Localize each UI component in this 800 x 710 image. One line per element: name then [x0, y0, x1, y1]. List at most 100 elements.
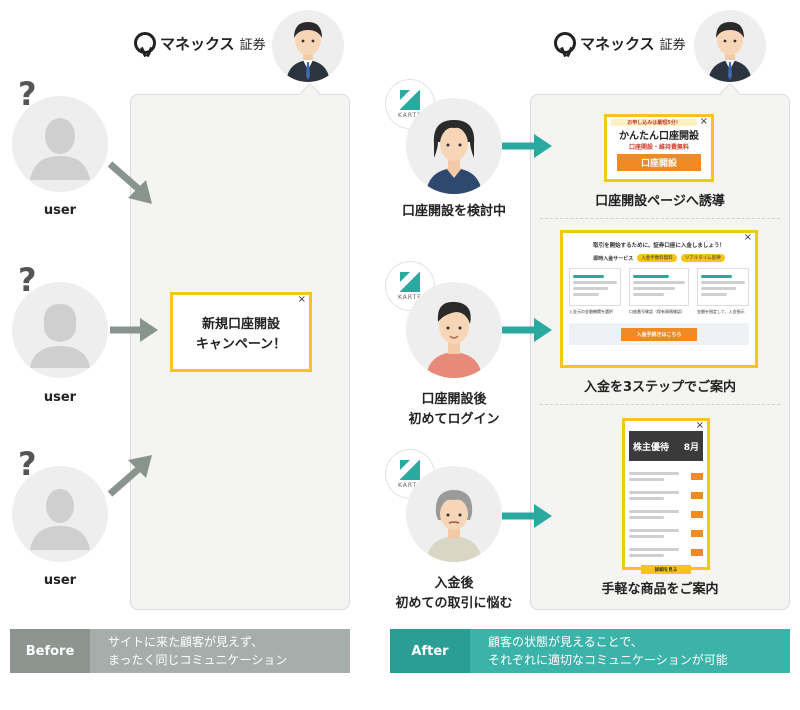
karte-logo-icon [400, 459, 420, 480]
step-caption: 入金を3ステップでご案内 [583, 380, 737, 395]
popup2-service-label: 即時入金サービス [593, 255, 634, 262]
operator-avatar-before [272, 10, 344, 82]
karte-badge: KARTE [386, 262, 434, 310]
step-divider [540, 404, 780, 405]
deposit-step: 口座番号確認（保有資格確認） [629, 268, 689, 315]
brand-name: マネックス [160, 34, 235, 53]
customer-status: 口座開設を検討中 [374, 202, 534, 222]
deposit-step-label: 口座番号確認（保有資格確認） [629, 309, 685, 314]
deposit-step: 入金元の金融機関を選択 [569, 268, 621, 315]
brand-logo-before: マネックス証券 [134, 32, 266, 54]
status-line2: 初めての取引に悩む [395, 595, 513, 611]
operator-avatar-after [694, 10, 766, 82]
before-description: サイトに来た顧客が見えず、 まったく同じコミュニケーション [90, 629, 350, 673]
user-label: user [43, 390, 77, 405]
anonymous-user-avatar [12, 282, 108, 378]
popup2-badge2: リアルタイム反映 [680, 254, 725, 262]
user-silhouette-icon [30, 489, 90, 550]
brand-logo-after: マネックス証券 [554, 32, 686, 54]
after-tag: After [390, 629, 470, 673]
before-line2: まったく同じコミュニケーション [108, 653, 288, 667]
open-account-button[interactable]: 口座開設 [617, 154, 701, 171]
step-caption: 口座開設ページへ誘導 [595, 194, 725, 209]
before-footer: Before サイトに来た顧客が見えず、 まったく同じコミュニケーション [10, 629, 350, 673]
woman-icon [426, 120, 482, 194]
step-divider [540, 218, 780, 219]
after-line1: 顧客の状態が見えることで、 [488, 635, 643, 649]
brand-mark-icon [134, 32, 156, 54]
product-row [629, 545, 703, 560]
elderly-customer-avatar [406, 466, 502, 562]
deposit-step-label: 金額を指定して、入金指示 [697, 309, 745, 314]
deposit-guide-popup[interactable]: × 取引を開始するために、証券口座に入金しましょう！ 即時入金サービス 入金手数… [560, 230, 758, 368]
campaign-line1: 新規口座開設 [201, 317, 280, 332]
product-row [629, 469, 703, 484]
anonymous-user-avatar [12, 466, 108, 562]
after-line2: それぞれに適切なコミュニケーションが可能 [488, 653, 728, 667]
close-icon[interactable]: × [743, 232, 752, 243]
businessman-icon [286, 22, 330, 82]
karte-label: KARTE [397, 481, 423, 489]
product-row [629, 526, 703, 541]
deposit-step-label: 入金元の金融機関を選択 [569, 309, 613, 314]
young-man-icon [426, 301, 482, 378]
benefit-banner: 株主優待 [633, 442, 670, 453]
status-line1: 口座開設を検討中 [401, 204, 506, 219]
customer-status: 口座開設後 初めてログイン [374, 390, 534, 429]
brand-sub: 証券 [659, 37, 686, 53]
arrow-right-icon [110, 318, 158, 342]
karte-logo-icon [400, 271, 420, 292]
karte-label: KARTE [397, 293, 423, 301]
close-icon[interactable]: × [695, 420, 704, 431]
user-label: user [43, 203, 77, 218]
arrow-right-down-icon [107, 161, 152, 204]
karte-label: KARTE [397, 111, 423, 119]
brand-mark-icon [554, 32, 576, 54]
deposit-step: 金額を指定して、入金指示 [697, 268, 749, 315]
benefit-month: 8月 [683, 442, 699, 453]
campaign-line2: キャンペーン！ [195, 337, 287, 353]
after-footer: After 顧客の状態が見えることで、 それぞれに適切なコミュニケーションが可能 [390, 629, 790, 673]
elderly-man-icon [426, 490, 482, 562]
arrow-right-icon [502, 504, 552, 528]
popup2-badge1: 入金手数料無料 [637, 254, 677, 262]
deposit-button[interactable]: 入金手続きはこちら [621, 327, 697, 341]
gray-arrows [107, 161, 158, 497]
after-description: 顧客の状態が見えることで、 それぞれに適切なコミュニケーションが可能 [470, 629, 790, 673]
popup1-sub: 口座開設・維持費無料 [628, 144, 689, 151]
account-opening-popup[interactable]: × お申し込みは最短5分！ かんたん口座開設 口座開設・維持費無料 口座開設 [604, 114, 714, 182]
product-guide-popup[interactable]: × 株主優待 8月 詳細を見る [622, 418, 710, 574]
product-row [629, 507, 703, 522]
karte-badge: KARTE [386, 80, 434, 128]
anonymous-user-avatar [12, 96, 108, 192]
brand-name: マネックス [580, 34, 655, 53]
user-silhouette-icon [30, 304, 90, 368]
arrow-right-icon [502, 134, 552, 158]
close-icon[interactable]: × [297, 294, 306, 305]
teal-arrows [502, 134, 552, 528]
campaign-popup[interactable]: × 新規口座開設 キャンペーン！ [170, 292, 312, 372]
question-mark-icon: ? [18, 445, 37, 483]
customer-status: 入金後 初めての取引に悩む [374, 574, 534, 613]
user-label: user [43, 573, 77, 588]
status-line1: 口座開設後 [421, 392, 487, 407]
arrow-right-up-icon [107, 455, 152, 497]
popup1-top: お申し込みは最短5分！ [627, 120, 681, 126]
popup1-title: かんたん口座開設 [619, 131, 699, 142]
step-caption: 手軽な商品をご案内 [601, 582, 719, 597]
user-silhouette-icon [30, 118, 90, 180]
question-mark-icon: ? [18, 75, 37, 113]
businessman-icon [708, 22, 752, 82]
man-customer-avatar [406, 282, 502, 378]
details-button[interactable]: 詳細を見る [641, 565, 691, 574]
arrow-right-icon [502, 318, 552, 342]
before-tag: Before [10, 629, 90, 673]
close-icon[interactable]: × [699, 116, 708, 127]
status-line2: 初めてログイン [408, 411, 500, 427]
before-line1: サイトに来た顧客が見えず、 [108, 635, 264, 649]
brand-sub: 証券 [239, 37, 266, 53]
product-row [629, 488, 703, 503]
popup2-title: 取引を開始するために、証券口座に入金しましょう！ [593, 243, 725, 249]
karte-logo-icon [400, 89, 420, 110]
woman-customer-avatar [406, 98, 502, 194]
